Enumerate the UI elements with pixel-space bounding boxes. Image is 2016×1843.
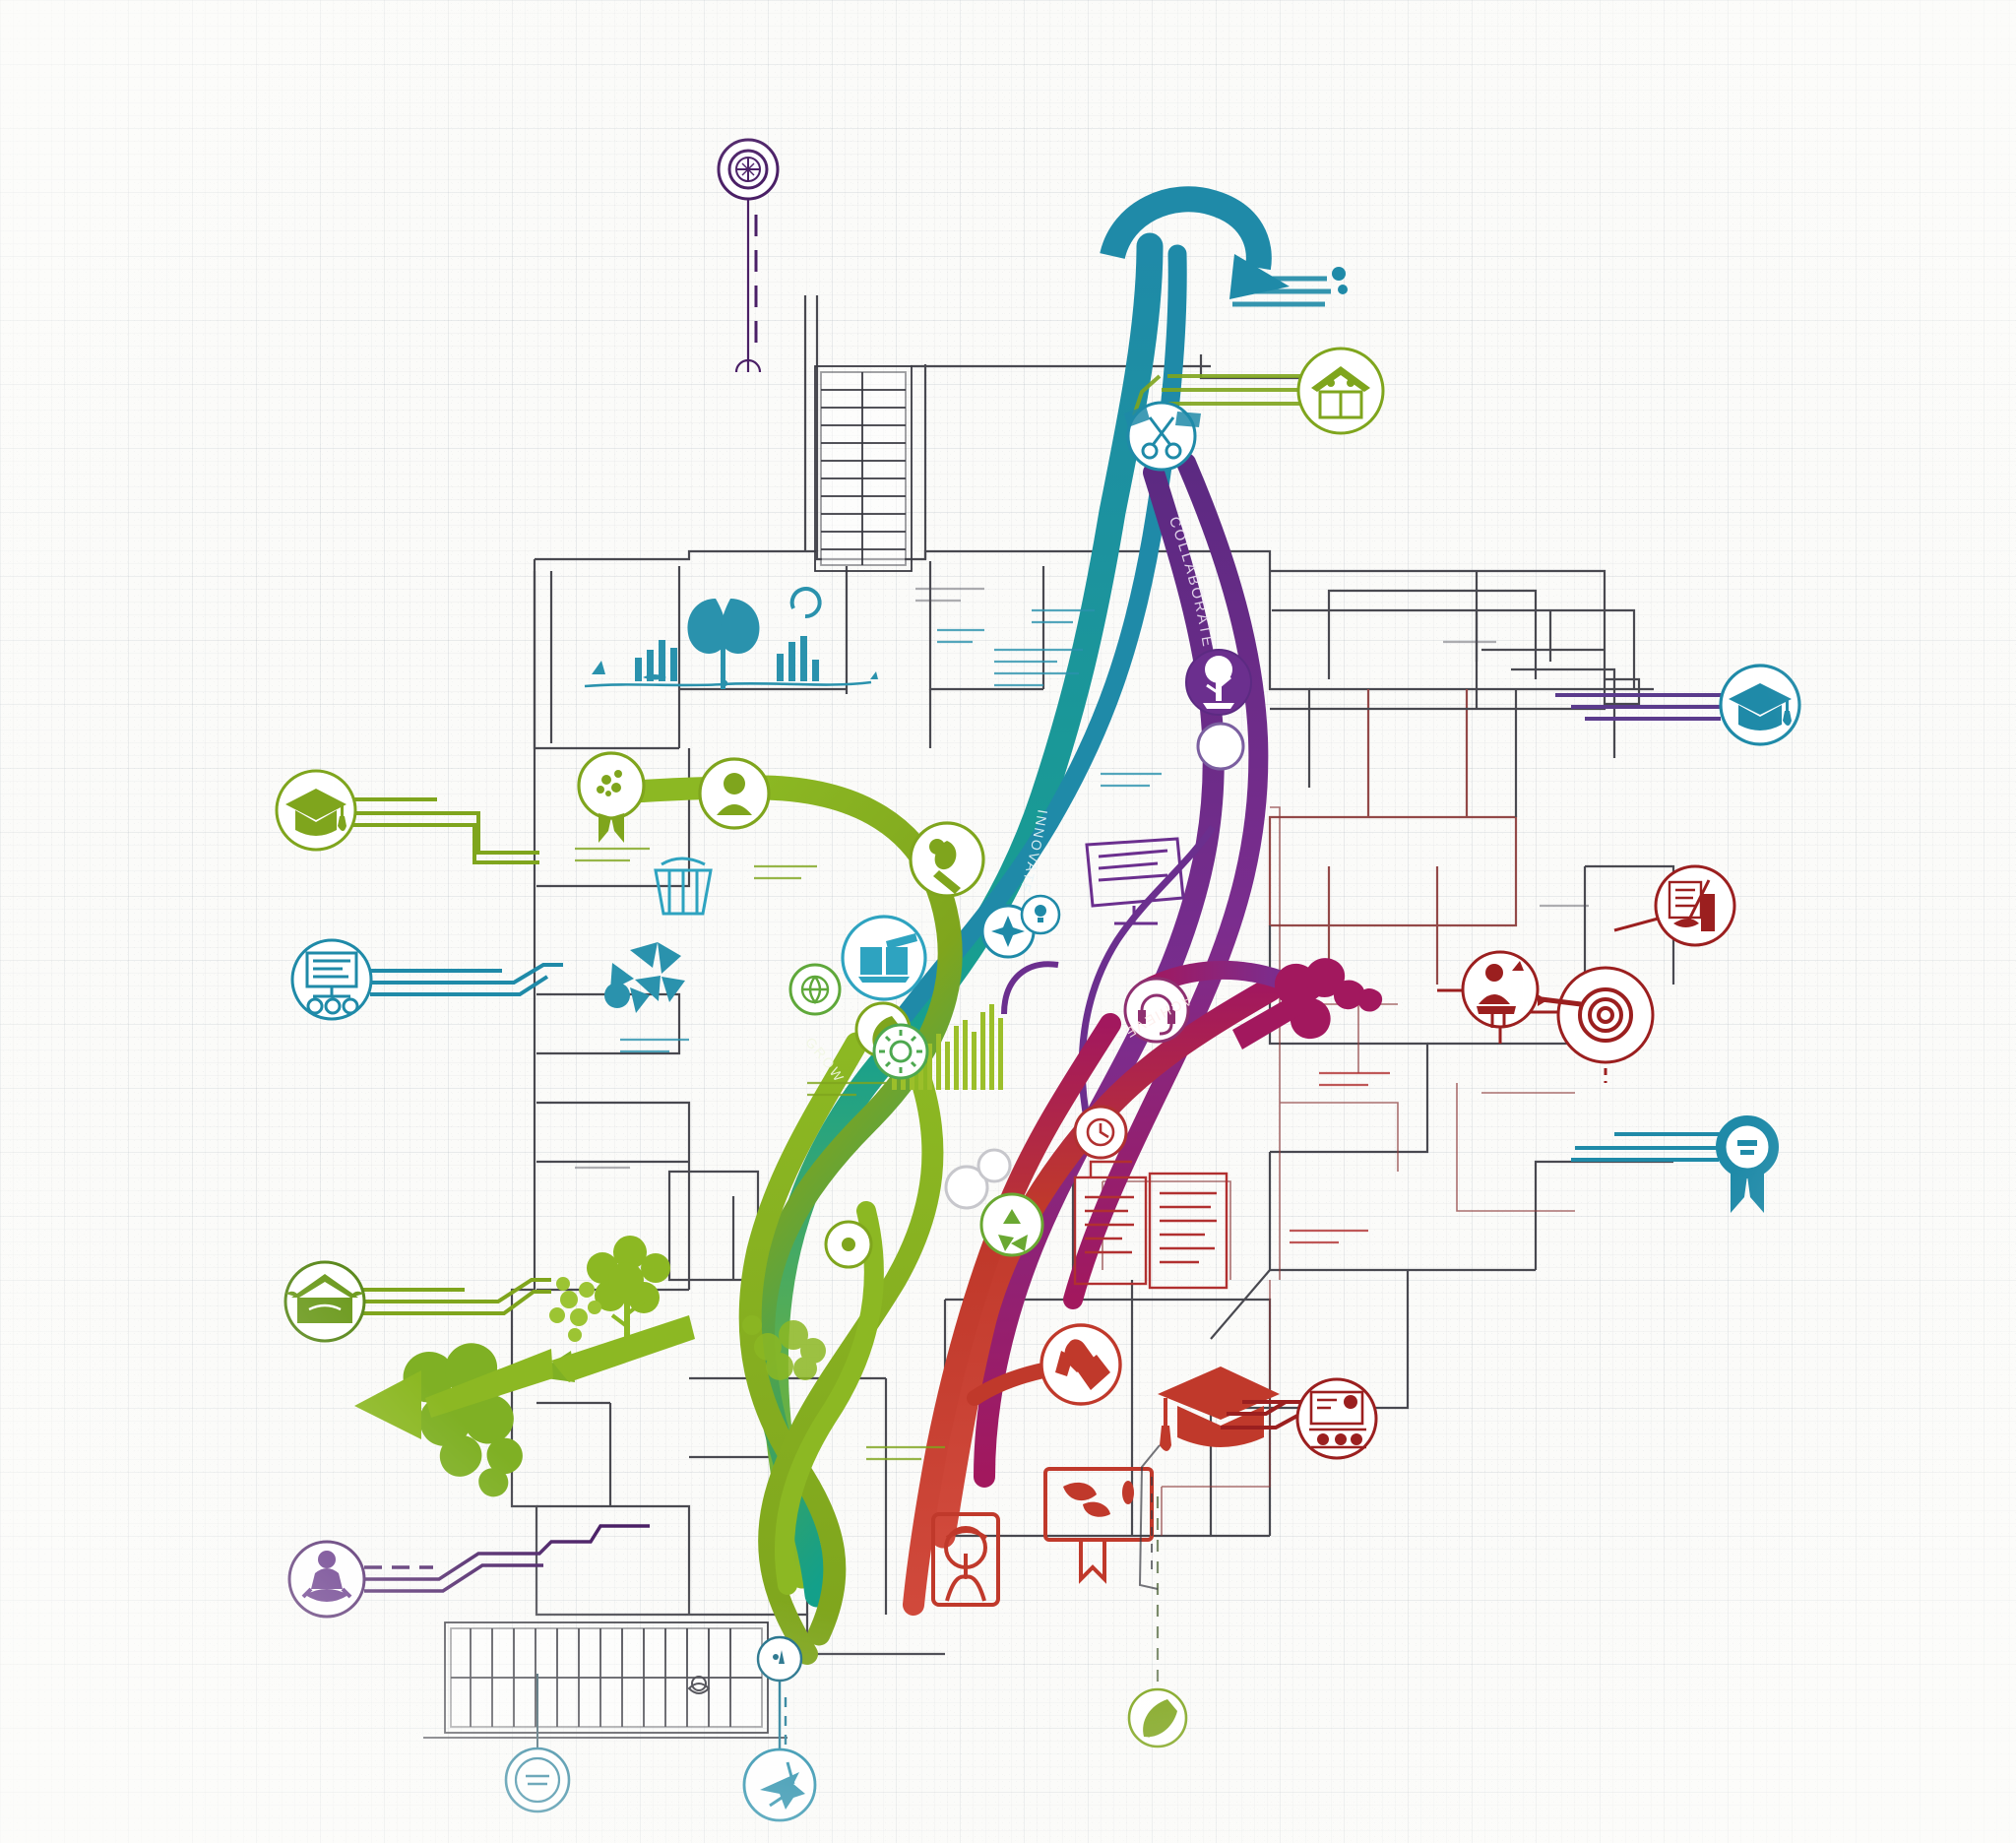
plan-microtext-layer [575, 587, 1589, 1461]
